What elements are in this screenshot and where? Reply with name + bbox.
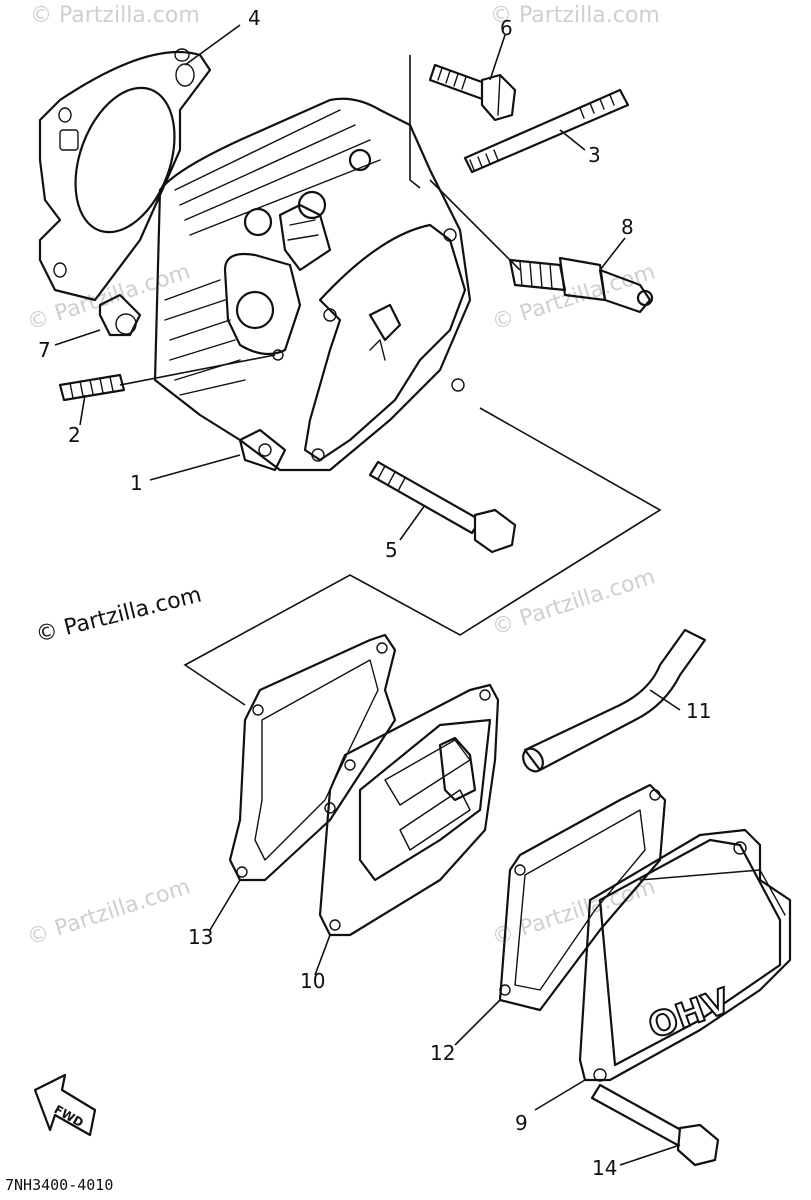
watermark-top-right: © Partzilla.com xyxy=(490,3,660,28)
callout-2: 2 xyxy=(68,423,81,447)
rocker-gasket-outer xyxy=(498,783,667,1012)
fwd-label: FWD xyxy=(52,1102,86,1130)
watermark-low-right: © Partzilla.com xyxy=(489,874,658,950)
breather-hose xyxy=(522,628,707,773)
callout-5: 5 xyxy=(385,538,398,562)
callout-3: 3 xyxy=(588,143,601,167)
rocker-gasket-inner xyxy=(228,633,397,882)
flange-bolt-upper xyxy=(428,63,517,122)
ohv-lettering: OHV xyxy=(643,981,736,1047)
callout-4: 4 xyxy=(248,6,261,30)
callouts: 4 6 3 8 7 2 1 5 11 13 10 12 9 14 xyxy=(38,6,711,1180)
watermark-center-right: © Partzilla.com xyxy=(489,564,658,640)
callout-8: 8 xyxy=(621,215,634,239)
watermarks: © Partzilla.com © Partzilla.com © Partzi… xyxy=(24,3,660,951)
watermark-main: © Partzilla.com xyxy=(33,582,204,647)
head-gasket xyxy=(38,48,212,302)
callout-14: 14 xyxy=(592,1156,617,1180)
callout-9: 9 xyxy=(515,1111,528,1135)
reference-lines xyxy=(119,55,662,706)
long-stud xyxy=(463,88,630,174)
callout-6: 6 xyxy=(500,16,513,40)
callout-11: 11 xyxy=(686,699,711,723)
watermark-low-left: © Partzilla.com xyxy=(24,874,193,950)
drawing-code: 7NH3400-4010 xyxy=(5,1176,113,1194)
dowel-pin xyxy=(98,293,142,337)
callout-10: 10 xyxy=(300,969,325,993)
callout-12: 12 xyxy=(430,1041,455,1065)
flange-bolt-lower xyxy=(368,460,517,554)
callout-1: 1 xyxy=(130,471,143,495)
breather-plate xyxy=(318,683,500,937)
spark-plug xyxy=(508,256,654,314)
fwd-arrow: FWD xyxy=(33,1073,97,1137)
cylinder-head xyxy=(153,97,472,472)
valve-cover: OHV xyxy=(578,828,792,1082)
watermark-top-left: © Partzilla.com xyxy=(30,3,200,28)
callout-leaders xyxy=(54,24,681,1166)
watermark-mid-right: © Partzilla.com xyxy=(489,259,658,335)
cover-bolt xyxy=(590,1083,720,1167)
watermark-mid-left: © Partzilla.com xyxy=(24,259,193,335)
short-stud xyxy=(58,373,126,402)
callout-13: 13 xyxy=(188,925,213,949)
callout-7: 7 xyxy=(38,338,51,362)
